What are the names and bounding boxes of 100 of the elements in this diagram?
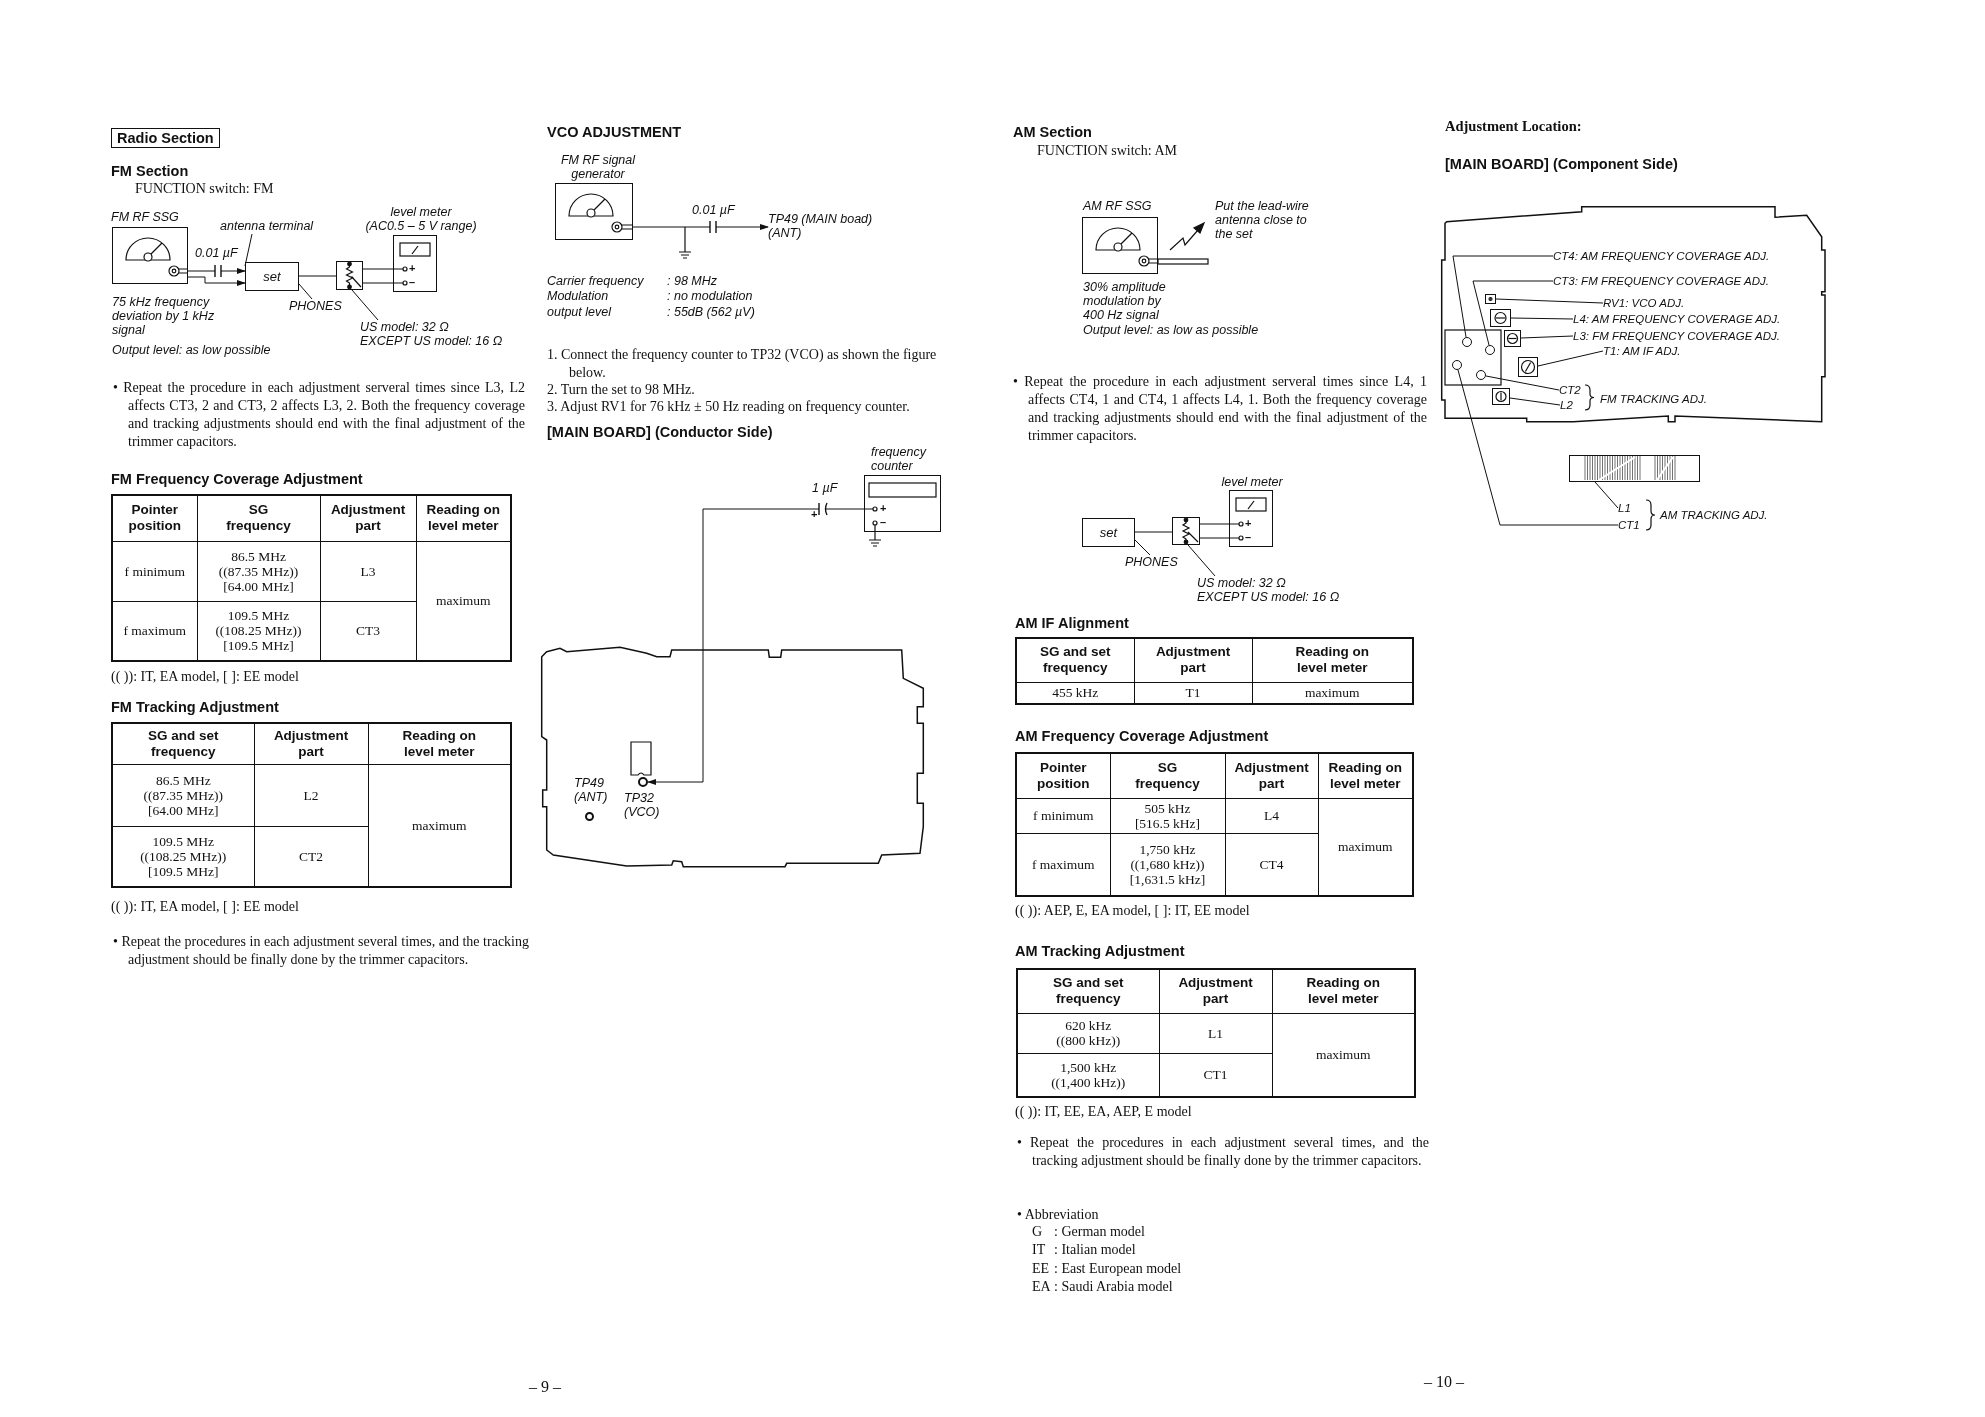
part-note: Output level: as low as possible xyxy=(1083,323,1260,337)
body-text: : Italian model xyxy=(1054,1242,1136,1258)
table-header: SG and set frequency xyxy=(1016,638,1134,682)
leader-line xyxy=(1485,375,1560,391)
part-note: Output level: as low possible xyxy=(112,343,272,357)
instrument-label: frequency counter xyxy=(871,445,928,473)
table-cell: L2 xyxy=(254,764,368,826)
diagram-label: 1 µF xyxy=(812,481,838,495)
adjustment-part-symbol xyxy=(1490,309,1511,327)
callout-label: PHONES xyxy=(1125,555,1178,569)
callout-label: US model: 32 Ω EXCEPT US model: 16 Ω xyxy=(1197,576,1340,604)
device-box: set xyxy=(1082,518,1135,547)
diagram-label: 0.01 µF xyxy=(692,203,735,217)
leader-line xyxy=(1594,481,1619,509)
diagram-label: Put the lead-wire antenna close to the set xyxy=(1215,199,1310,241)
bullet-text: • Repeat the procedures in each adjustment several times, and the tracking adjustment should be finally done by the trimmer capacitors. xyxy=(1017,1134,1429,1170)
callout-label: antenna terminal xyxy=(220,219,314,233)
table-cell: f minimum xyxy=(112,541,197,601)
diagram-label: : 55dB (562 µV) xyxy=(667,305,755,319)
circuit-board-outline xyxy=(1441,206,1826,423)
connecting-wire xyxy=(362,268,394,270)
leader-line xyxy=(1510,317,1574,320)
leader-line xyxy=(1187,544,1216,577)
body-text: FUNCTION switch: AM xyxy=(1037,143,1177,159)
diagram-label: : no modulation xyxy=(667,289,753,303)
instrument-label: FM RF SSG xyxy=(111,210,180,224)
table-cell: L3 xyxy=(320,541,416,601)
page-number: – 9 – xyxy=(529,1378,561,1396)
polarity-sign: + xyxy=(880,502,887,514)
polarity-sign: – xyxy=(1245,531,1252,543)
connecting-wire xyxy=(187,276,246,287)
part-note: 75 kHz frequency deviation by 1 kHz signal xyxy=(112,295,216,337)
body-text: (( )): IT, EA model, [ ]: EE model xyxy=(111,899,299,915)
table-header: SG and set frequency xyxy=(112,723,254,764)
callout-label: CT1 xyxy=(1618,518,1640,532)
section-heading: AM IF Alignment xyxy=(1015,615,1129,631)
polarity-sign: + xyxy=(811,508,818,520)
table-header: SG frequency xyxy=(1110,753,1225,798)
bullet-text: • Abbreviation xyxy=(1017,1206,1099,1224)
table-header: Adjustment part xyxy=(320,495,416,541)
connecting-wire xyxy=(1134,531,1173,533)
section-heading: FM Section xyxy=(111,163,189,179)
leader-line xyxy=(1457,369,1619,526)
connecting-wire xyxy=(647,508,865,786)
part-note: 30% amplitude modulation by 400 Hz signal xyxy=(1083,280,1167,322)
polarity-sign: + xyxy=(1245,517,1252,529)
connecting-wire xyxy=(1199,523,1230,525)
circuit-board-outline xyxy=(541,646,925,868)
instrument-label: level meter xyxy=(389,205,453,219)
numbered-step: 2. Turn the set to 98 MHz. xyxy=(547,381,984,399)
polarity-sign: – xyxy=(880,516,887,528)
polarity-sign: – xyxy=(409,276,416,288)
connecting-wire xyxy=(187,267,246,275)
callout-label: CT4: AM FREQUENCY COVERAGE ADJ. xyxy=(1553,249,1770,263)
instrument-label: FM RF signal generator xyxy=(559,153,637,181)
numbered-step: 1. Connect the frequency counter to TP32 (VCO) as shown the figure below. xyxy=(547,346,967,381)
leader-line xyxy=(244,233,253,267)
table-cell: 505 kHz [516.5 kHz] xyxy=(1110,798,1225,833)
table-header: Pointer position xyxy=(1016,753,1110,798)
leader-line xyxy=(1472,280,1554,346)
body-text: : German model xyxy=(1054,1224,1145,1240)
leader-line xyxy=(351,289,379,321)
page-number: – 10 – xyxy=(1424,1373,1464,1391)
connecting-wire xyxy=(298,275,337,277)
section-heading: [MAIN BOARD] (Component Side) xyxy=(1445,156,1678,172)
connecting-wire xyxy=(1199,537,1230,539)
callout-label: CT2 xyxy=(1559,383,1581,397)
body-text: EA xyxy=(1032,1279,1051,1295)
table-cell: f minimum xyxy=(1016,798,1110,833)
section-heading: AM Section xyxy=(1013,124,1092,140)
table-cell: 86.5 MHz ((87.35 MHz)) [64.00 MHz] xyxy=(112,764,254,826)
table-cell: 86.5 MHz ((87.35 MHz)) [64.00 MHz] xyxy=(197,541,320,601)
section-heading: FM Frequency Coverage Adjustment xyxy=(111,471,363,487)
device-box: set xyxy=(245,262,299,291)
body-text: (( )): AEP, E, EA model, [ ]: IT, EE model xyxy=(1015,903,1250,919)
body-text: : Saudi Arabia model xyxy=(1054,1279,1173,1295)
callout-label: L1 xyxy=(1618,501,1631,515)
leader-line xyxy=(1537,350,1604,367)
bullet-text: • Repeat the procedures in each adjustment several times, and the tracking adjustment should be finally done by the trimmer capacitors. xyxy=(113,933,529,969)
polarity-sign: + xyxy=(409,262,416,274)
table-header: SG and set frequency xyxy=(1017,969,1159,1013)
diagram-label: : 98 MHz xyxy=(667,274,717,288)
adjustment-part-symbol xyxy=(1504,330,1521,347)
table-cell: L4 xyxy=(1225,798,1318,833)
table-header: Adjustment part xyxy=(1159,969,1272,1013)
table-cell: 620 kHz ((800 kHz)) xyxy=(1017,1013,1159,1053)
diagram-label: Carrier frequency xyxy=(547,274,644,288)
diagram-label: output level xyxy=(547,305,611,319)
body-text: (( )): IT, EE, EA, AEP, E model xyxy=(1015,1104,1192,1120)
diagram-label: FM TRACKING ADJ. xyxy=(1600,392,1707,406)
adjustment-part-symbol xyxy=(1492,388,1510,405)
callout-label: CT3: FM FREQUENCY COVERAGE ADJ. xyxy=(1553,274,1769,288)
callout-label: T1: AM IF ADJ. xyxy=(1603,344,1681,358)
section-heading: Adjustment Location: xyxy=(1445,118,1582,135)
table-header: Adjustment part xyxy=(1225,753,1318,798)
bullet-text: • Repeat the procedure in each adjustment serveral times since L4, 1 affects CT4, 1 and CT4, 1 affects L4, 1. Both the frequency coverage and tracking adjustments should end with the final adjustment of the trimmer capacitors. xyxy=(1013,373,1427,445)
connecting-wire xyxy=(632,223,769,231)
hatched-bar xyxy=(1569,455,1700,482)
leader-line xyxy=(1134,539,1151,556)
diagram-label: Modulation xyxy=(547,289,609,303)
